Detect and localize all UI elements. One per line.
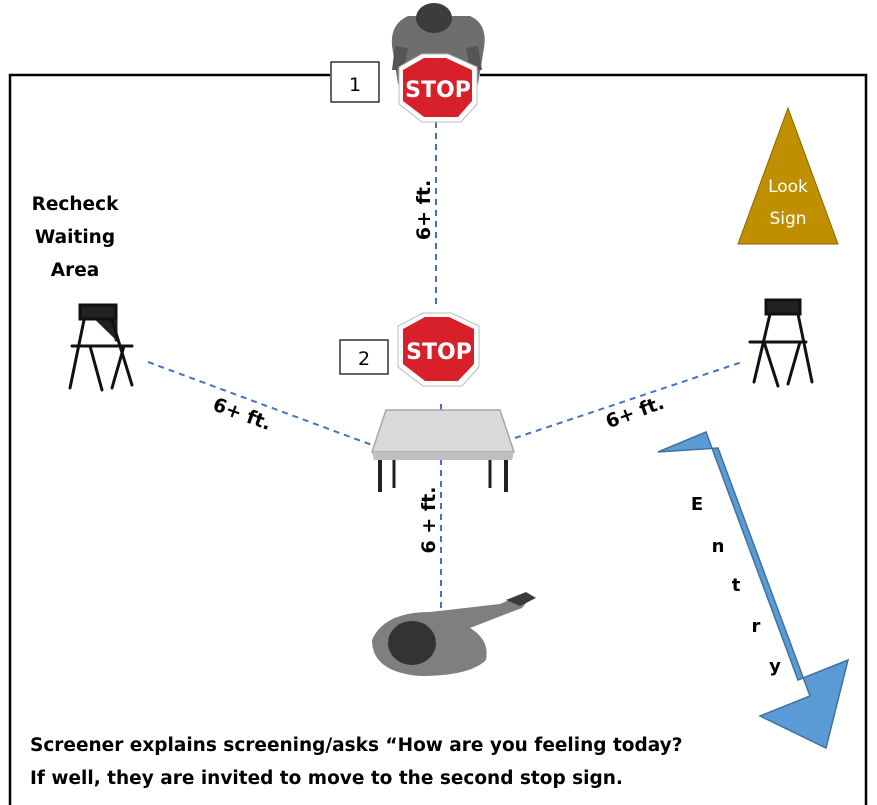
recheck-waiting-area-label: Recheck Waiting Area — [20, 188, 130, 287]
room-outline — [8, 73, 868, 805]
caption-line-1: Screener explains screening/asks “How ar… — [30, 735, 683, 756]
distance-label-left: 6+ ft. — [210, 394, 274, 435]
stop-sign-1-label: STOP — [405, 78, 471, 103]
look-sign-label-line2: Sign — [769, 209, 806, 229]
chair-left-icon — [68, 303, 134, 392]
marker-box-1 — [330, 61, 380, 103]
distance-label-vertical-top: 6+ ft. — [413, 180, 435, 240]
entry-arrow — [657, 431, 850, 750]
table-icon — [370, 409, 516, 492]
stop-sign-2: STOP — [397, 312, 480, 387]
distance-line-left — [147, 361, 373, 446]
stop-sign-2-label: STOP — [406, 340, 472, 365]
entry-letter-1: E — [691, 494, 703, 515]
look-sign-label-line1: Look — [768, 177, 808, 197]
recheck-label-line2: Waiting — [34, 227, 116, 248]
marker-2-label: 2 — [358, 348, 370, 370]
entry-arrow-letters: E n t r y — [691, 494, 781, 677]
look-sign: Look Sign — [737, 106, 839, 245]
recheck-label-line3: Area — [50, 260, 100, 281]
entry-letter-3: t — [732, 575, 741, 596]
marker-1-label: 1 — [349, 74, 361, 96]
chair-right-icon — [748, 298, 814, 388]
screener-person-icon — [372, 592, 536, 676]
caption-line-2: If well, they are invited to move to the… — [30, 768, 623, 789]
entry-letter-4: r — [752, 616, 761, 637]
entry-letter-5: y — [769, 656, 781, 677]
recheck-label-line1: Recheck — [31, 194, 119, 215]
entry-letter-2: n — [712, 536, 725, 557]
distance-line-right — [514, 361, 743, 439]
stop-sign-1: STOP — [398, 53, 478, 123]
marker-box-2 — [339, 339, 389, 375]
distance-label-vertical-bottom: 6 + ft. — [418, 487, 440, 554]
